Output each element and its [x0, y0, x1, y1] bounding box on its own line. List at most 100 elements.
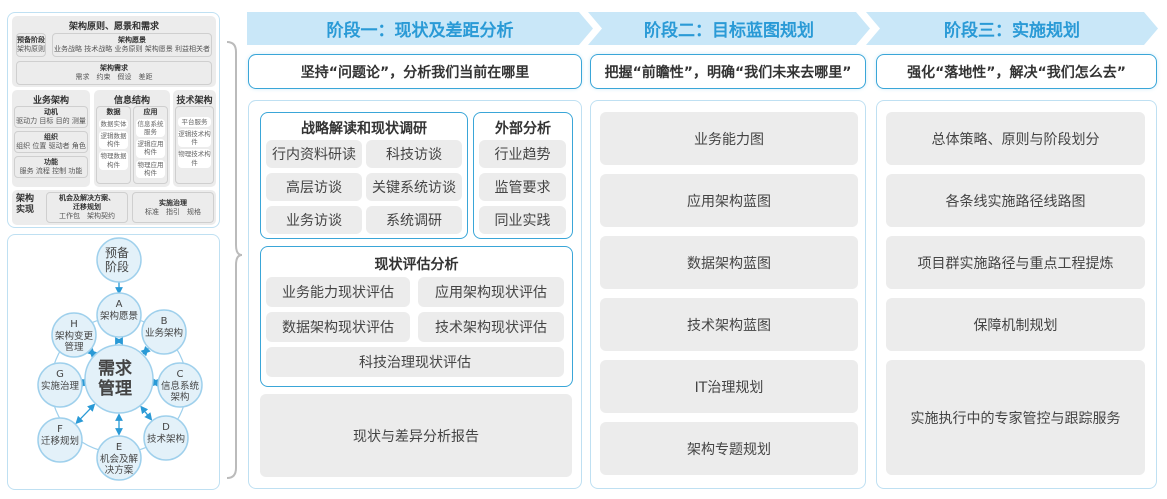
tech-item: 平台服务 — [178, 117, 211, 128]
principles-section: 架构原则、愿景和需求 预备阶段 架构原则 架构愿景 业务战略 技术战略 业务原则… — [12, 16, 216, 87]
phase-label: 信息系统架构 — [160, 381, 199, 404]
phase-letter: G — [56, 369, 64, 380]
principles-title: 架构原则、愿景和需求 — [68, 22, 159, 32]
phase-a-node — [96, 292, 142, 338]
stage-3-item: 保障机制规划 — [886, 298, 1145, 351]
business-title: 业务架构 — [32, 96, 69, 106]
requirements-title: 架构需求 — [100, 64, 128, 73]
governance-title: 实施治理 — [159, 198, 187, 207]
bracket — [226, 41, 243, 479]
phase-label: 架构愿景 — [99, 311, 138, 322]
phase-label: 迁移规划 — [40, 436, 79, 447]
phase-arrow — [140, 405, 153, 421]
phase-g-node — [37, 362, 83, 408]
phase-d-node — [143, 415, 189, 461]
adm-cycle-diagram — [37, 237, 203, 481]
phase-b-node — [141, 309, 187, 355]
information-title: 信息结构 — [113, 96, 150, 106]
stage-2-header: 阶段二：目标蓝图规划 — [588, 12, 870, 45]
realization-title: 架构实现 — [16, 194, 35, 216]
phase-arrow — [75, 403, 96, 425]
data-item: 数据实体 — [99, 119, 128, 130]
function-box: 功能服务 流程 控制 功能 — [14, 156, 88, 178]
stage-2-item: 应用架构蓝图 — [600, 174, 858, 227]
phase-label: 实施治理 — [40, 381, 79, 392]
stage-3-item: 各条线实施路径线路图 — [886, 174, 1145, 227]
stage-2-item: 技术架构蓝图 — [600, 298, 858, 351]
prelim-box: 预备阶段 架构原则 — [16, 33, 46, 57]
phase-c-node — [157, 362, 203, 408]
strategy-research-box: 战略解读和现状调研 行内资料研读 科技访谈 高层访谈 关键系统访谈 业务访谈 系… — [260, 112, 468, 239]
external-analysis-box: 外部分析 行业趋势 监管要求 同业实践 — [473, 112, 573, 239]
stage-3-item: 总体策略、原则与阶段划分 — [886, 112, 1145, 165]
opportunity-box: 机会及解决方案、迁移规划工作包 架构契约 — [46, 192, 128, 223]
phase-letter: B — [160, 316, 168, 327]
external-item: 监管要求 — [479, 173, 566, 201]
box-title: 组织 — [44, 133, 58, 142]
data-item: 物理数据构件 — [99, 151, 128, 170]
phase-letter: D — [162, 422, 170, 433]
assessment-title: 现状评估分析 — [374, 257, 459, 273]
assessment-box: 现状评估分析 业务能力现状评估 应用架构现状评估 数据架构现状评估 技术架构现状… — [260, 246, 573, 387]
motivation-box: 动机驱动力 目标 目的 测量 — [14, 106, 88, 128]
assessment-item: 技术架构现状评估 — [418, 312, 564, 342]
phase-label: 机会及解决方案 — [99, 454, 138, 477]
phase-letter: E — [115, 442, 123, 453]
technology-title: 技术架构 — [176, 96, 213, 106]
requirements-items: 需求 约束 假设 差距 — [75, 73, 153, 81]
app-item: 物理应用构件 — [136, 159, 165, 178]
stage-1-title: 阶段一：现状及差距分析 — [326, 21, 514, 41]
strategy-item: 关键系统访谈 — [366, 173, 462, 201]
business-section: 业务架构 动机驱动力 目标 目的 测量 组织组织 位置 驱动者 角色 功能服务 … — [12, 90, 90, 187]
realization-section: 架构实现 机会及解决方案、迁移规划工作包 架构契约 实施治理标准 指引 规格 — [12, 190, 216, 225]
box-items: 服务 流程 控制 功能 — [19, 167, 83, 175]
opportunity-title: 机会及解决方案、迁移规划 — [59, 194, 115, 212]
phase-e-node — [96, 435, 142, 481]
phase-label: 架构变更管理 — [54, 331, 93, 354]
stage-3-subtitle: 强化“落地性”，解决“我们怎么去” — [876, 54, 1157, 89]
vision-title: 架构愿景 — [118, 36, 146, 45]
stage-2-title: 阶段二：目标蓝图规划 — [644, 21, 814, 41]
box-title: 动机 — [44, 108, 58, 117]
stage-3-title: 阶段三：实施规划 — [944, 21, 1080, 41]
stage-2-item: 业务能力图 — [600, 112, 858, 165]
assessment-item: 科技治理现状评估 — [266, 347, 564, 377]
tech-item: 物理技术构件 — [178, 149, 211, 168]
prelim-items: 架构原则 — [17, 45, 45, 53]
strategy-item: 科技访谈 — [366, 140, 462, 168]
phase-letter: C — [176, 369, 184, 380]
stage-2-item: 数据架构蓝图 — [600, 236, 858, 289]
prelim-phase-label: 预备阶段 — [104, 246, 129, 275]
phase-arrow — [87, 347, 98, 358]
prelim-title: 预备阶段 — [17, 36, 45, 45]
gap-analysis-report: 现状与差异分析报告 — [260, 394, 572, 477]
strategy-item: 业务访谈 — [266, 206, 362, 234]
togaf-content-panel: 架构原则、愿景和需求 预备阶段 架构原则 架构愿景 业务战略 技术战略 业务原则… — [7, 12, 220, 228]
phase-letter: A — [115, 299, 123, 310]
box-items: 驱动力 目标 目的 测量 — [16, 117, 86, 125]
vision-box: 架构愿景 业务战略 技术战略 业务原则 架构愿景 利益相关者 — [52, 33, 212, 57]
external-item: 行业趋势 — [479, 140, 566, 168]
information-section: 信息结构 数据 数据实体 逻辑数据构件 物理数据构件 应用 信息系统服务 逻辑应… — [94, 90, 170, 187]
app-item: 信息系统服务 — [136, 119, 165, 138]
requirements-box: 架构需求 需求 约束 假设 差距 — [16, 61, 212, 85]
stage-3-item: 项目群实施路径与重点工程提炼 — [886, 236, 1145, 289]
phase-letter: F — [57, 424, 63, 435]
technology-box: 平台服务 逻辑技术构件 物理技术构件 — [175, 106, 214, 184]
governance-box: 实施治理标准 指引 规格 — [132, 192, 214, 223]
phase-h-node — [51, 312, 97, 358]
phase-arrow — [140, 346, 151, 357]
app-title: 应用 — [143, 108, 158, 116]
app-box: 应用 信息系统服务 逻辑应用构件 物理应用构件 — [133, 106, 168, 184]
phase-letter: H — [70, 319, 78, 330]
prelim-phase-node — [96, 237, 142, 283]
stage-3-item: 实施执行中的专家管控与跟踪服务 — [886, 360, 1145, 475]
assessment-item: 数据架构现状评估 — [266, 312, 410, 342]
vision-items: 业务战略 技术战略 业务原则 架构愿景 利益相关者 — [54, 45, 210, 53]
opportunity-items: 工作包 架构契约 — [59, 211, 115, 220]
app-item: 逻辑应用构件 — [136, 139, 165, 158]
stage-1-header: 阶段一：现状及差距分析 — [247, 12, 593, 45]
strategy-item: 高层访谈 — [266, 173, 362, 201]
stage-1-subtitle: 坚持“问题论”，分析我们当前在哪里 — [248, 54, 582, 89]
stage-2-subtitle: 把握“前瞻性”，明确“我们未来去哪里” — [590, 54, 866, 89]
